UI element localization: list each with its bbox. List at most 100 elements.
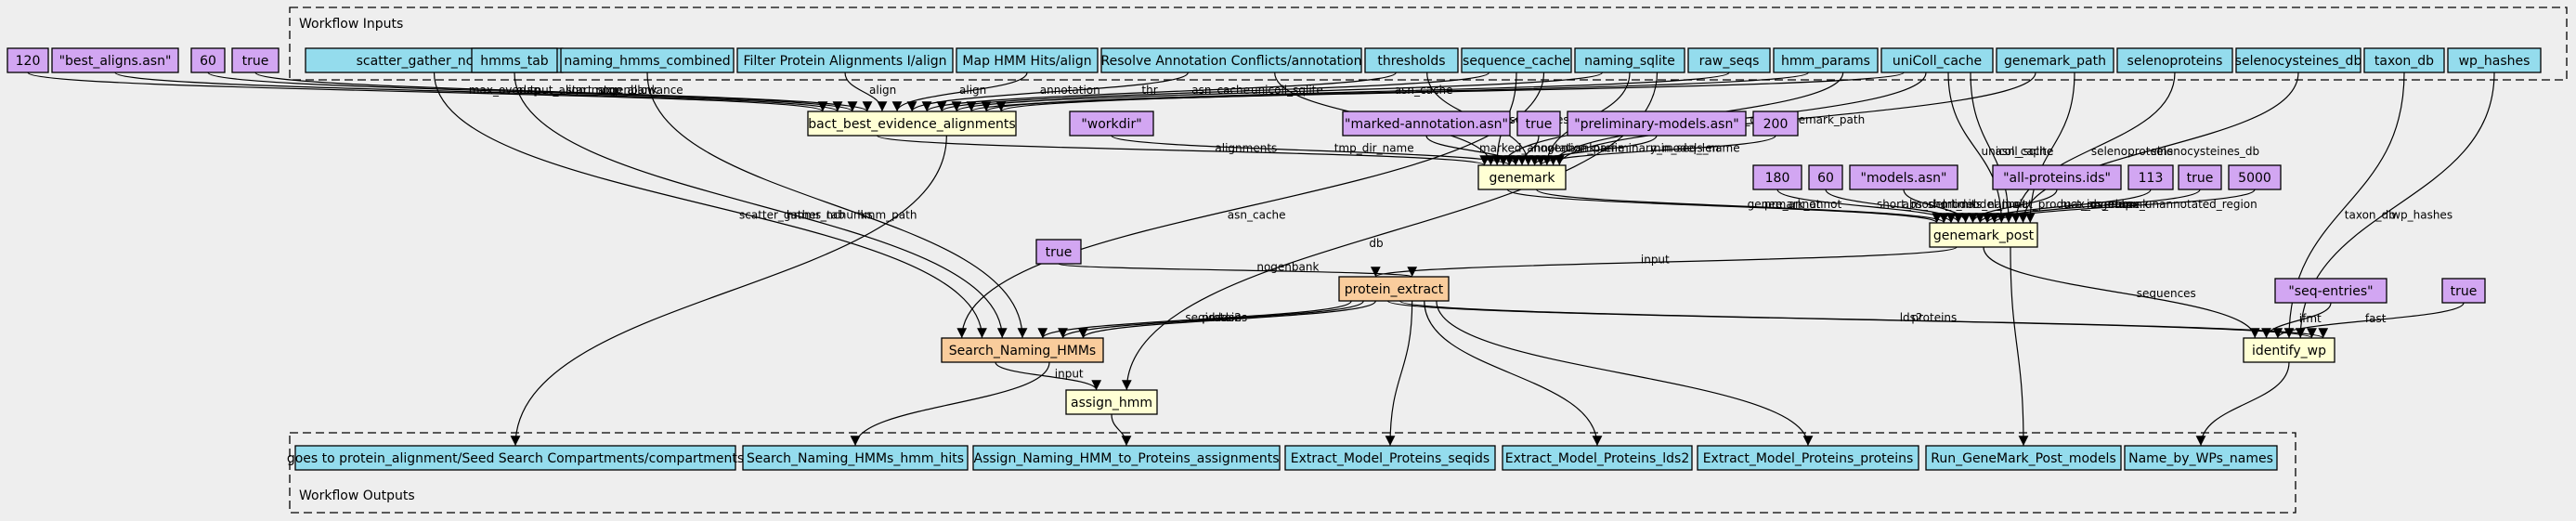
node-box: [1697, 445, 1919, 471]
literal-node-lit-workdir[interactable]: "workdir": [1069, 111, 1154, 137]
edge-label: hmm_path: [857, 208, 917, 221]
step-node-step-genemark[interactable]: genemark: [1477, 164, 1567, 190]
edge-label: seqids: [1185, 311, 1220, 324]
node-box: [1992, 164, 2122, 190]
edge-in-unicoll-to-step-genemark-post: [1970, 72, 2014, 224]
node-label: 113: [2139, 171, 2164, 186]
edge-step-protein-extract-to-out-seqids: [1385, 300, 1413, 447]
literal-node-lit-true-d[interactable]: true: [1035, 239, 1082, 265]
edge-label: align: [959, 84, 986, 97]
input-node-in-raw-seqs[interactable]: raw_seqs: [1687, 47, 1771, 73]
edge-label: start_stop_allowance: [566, 84, 683, 97]
node-label: naming_hmms_combined: [564, 54, 730, 69]
edge-label: genemark_path: [1777, 113, 1865, 126]
input-node-in-naming-sqlite[interactable]: naming_sqlite: [1574, 47, 1685, 73]
edge-label: nogenbank: [595, 84, 657, 97]
input-node-in-hmm-params[interactable]: hmm_params: [1773, 47, 1879, 73]
edge-label: fast: [2365, 312, 2387, 325]
input-node-in-hmms-tab[interactable]: hmms_tab: [471, 47, 558, 73]
node-box: [1880, 47, 1994, 73]
input-node-in-seq-cache[interactable]: sequence_cache: [1461, 47, 1572, 73]
input-node-out-compartments[interactable]: goes to protein_alignment/Seed Search Co…: [287, 445, 744, 471]
edge-label: asn_cache: [1996, 145, 2054, 158]
input-node-out-names[interactable]: Name_by_WPs_names: [2124, 445, 2278, 471]
node-box: [2116, 47, 2233, 73]
node-box: [1929, 222, 2038, 248]
node-label: taxon_db: [2374, 54, 2434, 69]
input-node-in-resolve[interactable]: Resolve Annotation Conflicts/annotation: [1100, 47, 1362, 73]
literal-node-lit-180[interactable]: 180: [1752, 164, 1802, 190]
literal-node-lit-200[interactable]: 200: [1752, 111, 1799, 137]
edge-label: db: [1369, 237, 1383, 250]
edge-step-search-naming-to-out-hmm-hits: [850, 361, 1050, 447]
literal-node-lit-prelim[interactable]: "preliminary-models.asn": [1567, 111, 1747, 137]
literal-node-lit-113[interactable]: 113: [2127, 164, 2174, 190]
edge-step-protein-extract-to-step-search-naming: [1058, 300, 1364, 339]
literal-node-lit-120[interactable]: 120: [7, 47, 49, 73]
node-box: [560, 47, 735, 73]
literal-node-lit-allprot[interactable]: "all-proteins.ids": [1992, 164, 2122, 190]
input-node-in-filter[interactable]: Filter Protein Alignments I/align: [736, 47, 954, 73]
literal-node-lit-60a[interactable]: 60: [190, 47, 226, 73]
edge-label: scatter_gather_nchunks: [739, 208, 873, 221]
input-node-in-selenoproteins[interactable]: selenoproteins: [2116, 47, 2233, 73]
literal-node-lit-seqentries[interactable]: "seq-entries": [2274, 278, 2387, 304]
edge-lit-marked-to-step-genemark: [1425, 135, 1521, 166]
input-node-out-assign[interactable]: Assign_Naming_HMM_to_Proteins_assignment…: [972, 445, 1281, 471]
literal-node-lit-marked[interactable]: "marked-annotation.asn": [1342, 111, 1511, 137]
input-node-out-hmm-hits[interactable]: Search_Naming_HMMs_hmm_hits: [742, 445, 969, 471]
step-node-step-identify-wp[interactable]: identify_wp: [2243, 337, 2335, 363]
input-node-in-selenocysteines[interactable]: selenocysteines_db: [2235, 47, 2362, 73]
input-node-in-taxon[interactable]: taxon_db: [2363, 47, 2445, 73]
edge-label: genemark_annot: [1748, 198, 1842, 211]
literal-node-lit-5000[interactable]: 5000: [2228, 164, 2282, 190]
input-node-in-wp-hashes[interactable]: wp_hashes: [2447, 47, 2542, 73]
input-node-in-naming-hmms[interactable]: naming_hmms_combined: [560, 47, 735, 73]
node-label: assign_hmm: [1071, 396, 1152, 410]
edge-step-protein-extract-to-out-lds2: [1424, 300, 1603, 447]
step-node-step-genemark-post[interactable]: genemark_post: [1929, 222, 2038, 248]
node-label: true: [1046, 245, 1073, 260]
node-box: [1502, 445, 1693, 471]
node-box: [941, 337, 1104, 363]
input-node-in-genemark-path[interactable]: genemark_path: [1996, 47, 2114, 73]
literal-node-lit-60b[interactable]: 60: [1808, 164, 1843, 190]
input-node-in-thresholds[interactable]: thresholds: [1364, 47, 1459, 73]
input-node-out-lds2[interactable]: Extract_Model_Proteins_lds2: [1502, 445, 1693, 471]
step-node-step-assign-hmm[interactable]: assign_hmm: [1065, 389, 1158, 415]
node-label: genemark: [1489, 171, 1555, 186]
node-box: [2178, 164, 2222, 190]
edge-lit-180-to-step-genemark-post: [1776, 189, 1957, 224]
node-box: [294, 445, 736, 471]
node-box: [1342, 111, 1511, 137]
literal-node-lit-true-b[interactable]: true: [1516, 111, 1561, 137]
subworkflow-node-step-search-naming[interactable]: Search_Naming_HMMs: [941, 337, 1104, 363]
node-box: [1687, 47, 1771, 73]
input-node-out-proteins[interactable]: Extract_Model_Proteins_proteins: [1697, 445, 1919, 471]
literal-node-lit-best-aligns[interactable]: "best_aligns.asn": [51, 47, 179, 73]
literal-node-lit-true-e[interactable]: true: [2441, 278, 2486, 304]
edge-label: max_overlap: [469, 84, 540, 97]
input-node-in-map-hmm[interactable]: Map HMM Hits/align: [956, 47, 1099, 73]
subworkflow-node-step-protein-extract[interactable]: protein_extract: [1338, 276, 1450, 302]
input-node-out-seqids[interactable]: Extract_Model_Proteins_seqids: [1284, 445, 1496, 471]
node-label: 180: [1765, 171, 1790, 186]
literal-node-lit-true-a[interactable]: true: [231, 47, 280, 73]
node-box: [231, 47, 280, 73]
node-box: [2243, 337, 2335, 363]
node-box: [1996, 47, 2114, 73]
edge-in-thresholds-to-step-bact: [921, 72, 1397, 112]
node-label: selenocysteines_db: [2235, 54, 2362, 69]
edge-label: max_unannotated_region: [2115, 198, 2257, 211]
edge-in-unicoll-to-step-genemark-post: [1947, 72, 2007, 224]
node-label: 5000: [2238, 171, 2271, 186]
input-node-in-unicoll[interactable]: uniColl_cache: [1880, 47, 1994, 73]
literal-node-lit-true-c[interactable]: true: [2178, 164, 2222, 190]
step-node-step-bact[interactable]: bact_best_evidence_alignments: [807, 111, 1017, 137]
literal-node-lit-models[interactable]: "models.asn": [1849, 164, 1958, 190]
node-box: [190, 47, 226, 73]
input-node-out-models[interactable]: Run_GeneMark_Post_models: [1925, 445, 2122, 471]
node-box: [1849, 164, 1958, 190]
node-box: [956, 47, 1099, 73]
node-box: [1100, 47, 1362, 73]
